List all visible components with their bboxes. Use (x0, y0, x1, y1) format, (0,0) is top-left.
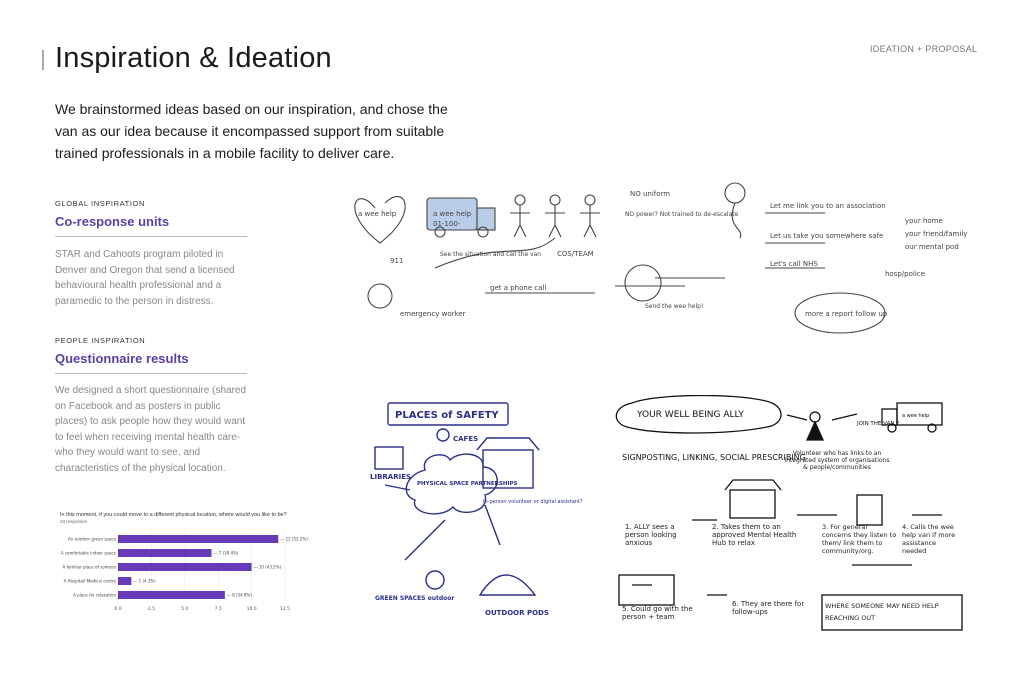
sketch-note: a wee help (433, 210, 472, 218)
van-icon (618, 574, 675, 606)
arrows (384, 484, 501, 561)
data-label: — 1 (4.3%) (133, 579, 156, 584)
cloud-shape (615, 395, 782, 434)
bar (118, 563, 252, 571)
step-3: 3. For general concerns they listen to t… (822, 523, 897, 555)
sketch-note: your friend/family (905, 230, 967, 238)
title-accent-bar (42, 50, 44, 70)
x-tick-label: 10.0 (247, 606, 257, 612)
well-being-ally-sketch: YOUR WELL BEING ALLY SIGNPOSTING, LINKIN… (615, 395, 963, 631)
x-tick-label: 2.5 (148, 606, 155, 612)
people-figures (510, 194, 600, 238)
sketch-note: 01-100- (433, 220, 461, 228)
list-icon (856, 494, 883, 526)
divider (55, 236, 247, 237)
data-label: — 7 (30.4%) (214, 551, 239, 556)
people-kicker: PEOPLE INSPIRATION (55, 336, 146, 345)
page-title: Inspiration & Ideation (55, 42, 332, 74)
sketch-label: GREEN SPACES outdoor (375, 595, 454, 602)
sketch-note: See the situation and call the van (440, 251, 541, 258)
sketch-label: a wee help (902, 413, 929, 419)
sketch-note: Let's call NHS (770, 260, 818, 268)
step-2: 2. Takes them to an approved Mental Heal… (712, 523, 797, 547)
hub-icon (729, 489, 776, 519)
sketch-label: OUTDOOR PODS (485, 609, 549, 617)
category-label: A place for relaxation (73, 593, 116, 598)
places-of-safety-sketch: PLACES of SAFETY PHYSICAL SPACE PARTNERS… (370, 402, 583, 617)
sketch-note: get a phone call (490, 284, 546, 292)
sketch-label: In-person volunteer or digital assistant… (483, 499, 583, 505)
chart-subtitle: 23 responses (60, 519, 88, 524)
people-heading: Questionnaire results (55, 351, 189, 366)
people-body: We designed a short questionnaire (share… (55, 385, 247, 474)
sketch-note: Send the wee help! (645, 303, 703, 310)
sketch-note: emergency worker (400, 310, 466, 318)
heart-icon (354, 196, 406, 244)
arrows (485, 277, 725, 294)
sketch-title: YOUR WELL BEING ALLY (636, 410, 744, 420)
section-tag: IDEATION + PROPOSAL (870, 44, 978, 54)
step-6: 6. They are there for follow-ups (732, 600, 805, 616)
tree-icon (425, 570, 445, 590)
sketch-label: CAFES (453, 435, 478, 443)
chart-plot: 0.0 2.5 5.0 7.5 10.0 12.5 An outdoor green spa… (61, 532, 308, 612)
bar (118, 577, 132, 585)
sketch-note: your home (905, 217, 943, 225)
sketch-note: 911 (390, 257, 403, 265)
arrows (632, 413, 942, 596)
sketch-note: Let me link you to an association (770, 202, 886, 210)
worker-figure (367, 283, 393, 309)
bar (118, 535, 279, 543)
sketch-note: NO uniform (630, 190, 670, 198)
pod-icon (478, 574, 537, 596)
questionnaire-chart: In this moment, if you could move to a d… (60, 512, 310, 622)
sketch-title: PLACES of SAFETY (395, 410, 499, 421)
sketch-note: more a report follow up (805, 310, 888, 318)
chart-title: In this moment, if you could move to a d… (60, 512, 287, 518)
global-body: STAR and Cahoots program piloted in Denv… (55, 249, 235, 307)
sketch-label: LIBRARIES (370, 473, 411, 481)
sketch-note: hosp/police (885, 270, 925, 278)
category-label: An outdoor green space (68, 537, 117, 542)
sketch-center: PHYSICAL SPACE PARTNERSHIPS (417, 481, 518, 487)
step-4: 4. Calls the wee help van if more assist… (902, 523, 956, 555)
sketch-note: NO power? Not trained to de-escalate (625, 211, 739, 218)
brainstorm-sketch: a wee help a wee help 01-100- NO uniform… (354, 182, 967, 334)
data-label: — 8 (34.8%) (227, 593, 252, 598)
library-icon (374, 446, 404, 470)
divider (55, 373, 247, 374)
cafe-icon (482, 449, 534, 489)
sketch-note: WHERE SOMEONE MAY NEED HELP REACHING OUT (825, 602, 939, 622)
intro-paragraph: We brainstormed ideas based on our inspi… (55, 101, 448, 161)
x-tick-label: 0.0 (114, 606, 121, 612)
data-label: — 10 (43.5%) (254, 565, 282, 570)
sketch-note: Let us take you somewhere safe (770, 232, 883, 240)
category-label: A Hospital/ Medical centre (64, 579, 117, 584)
sketch-subtitle: SIGNPOSTING, LINKING, SOCIAL PRESCRIBING (622, 453, 806, 462)
global-heading: Co-response units (55, 214, 170, 229)
sketch-label: Volunteer who has links to an integrated… (784, 450, 890, 471)
sketch-note: a wee help (358, 210, 397, 218)
global-kicker: GLOBAL INSPIRATION (55, 199, 145, 208)
sketch-label: JOIN THE VAN ? (856, 421, 899, 427)
bar (118, 591, 225, 599)
x-tick-label: 5.0 (181, 606, 188, 612)
bar (118, 549, 212, 557)
sketch-note: COS/TEAM (557, 250, 594, 258)
data-label: — 12 (52.2%) (280, 537, 308, 542)
step-1: 1. ALLY sees a person looking anxious (625, 523, 677, 547)
x-tick-label: 7.5 (215, 606, 222, 612)
category-label: A comfortable indoor space (61, 551, 117, 556)
step-5: 5. Could go with the person + team (622, 605, 693, 621)
category-label: A familiar place of someon (63, 565, 117, 570)
sketch-note: our mental pod (905, 243, 959, 251)
cloud-shape (405, 453, 498, 515)
x-tick-label: 12.5 (280, 606, 290, 612)
